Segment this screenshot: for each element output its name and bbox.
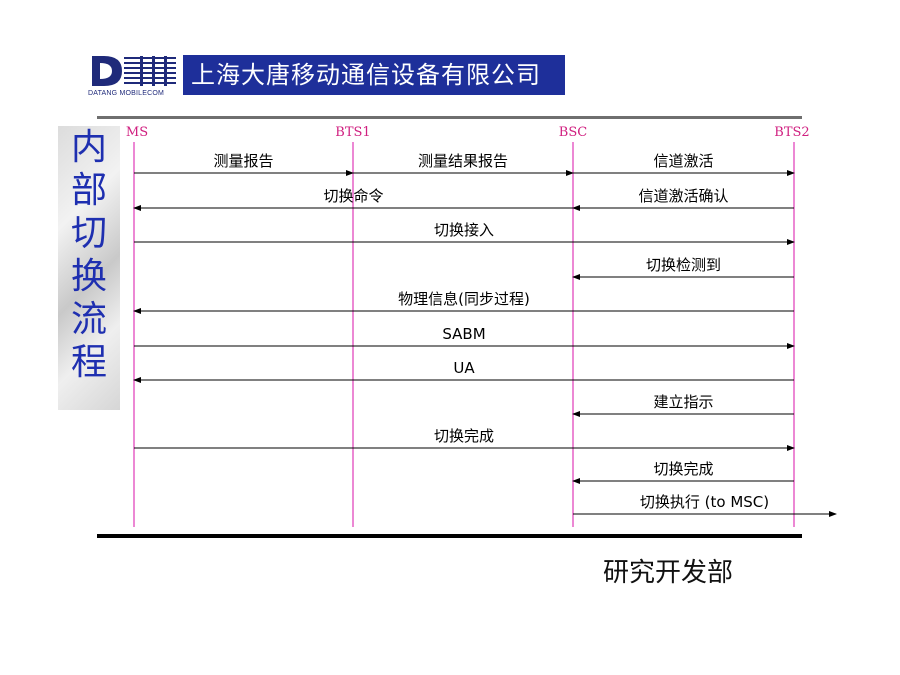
side-title-char: 程: [70, 342, 107, 383]
message-label: 测量结果报告: [418, 152, 508, 170]
message-label: 切换执行 (to MSC): [640, 493, 769, 511]
message-label: UA: [453, 359, 475, 377]
message-label: 信道激活确认: [638, 187, 728, 205]
side-title-char: 内: [70, 127, 107, 168]
message-label: 信道激活: [653, 152, 713, 170]
message-label: 切换完成: [434, 427, 494, 445]
side-title-char: 流: [70, 299, 107, 340]
department-name: 研究开发部: [603, 558, 734, 588]
top-divider: [97, 116, 802, 119]
company-name-banner: 上海大唐移动通信设备有限公司: [183, 55, 565, 95]
message-label: 建立指示: [653, 393, 713, 411]
side-title-panel: 内 部 切 换 流 程: [58, 126, 120, 410]
datang-logo-icon: [92, 56, 176, 86]
entity-label-bts1: BTS1: [335, 125, 370, 140]
message-label: 切换完成: [653, 460, 713, 478]
message-label: 切换接入: [434, 221, 494, 239]
entity-label-bts2: BTS2: [774, 125, 809, 140]
side-title-char: 切: [70, 213, 107, 254]
message-label: 切换命令: [323, 187, 383, 205]
message-label: 物理信息(同步过程): [398, 290, 530, 308]
logo-text: DATANG MOBILECOM: [88, 90, 165, 97]
entity-label-bsc: BSC: [559, 125, 587, 140]
side-title-char: 换: [70, 256, 107, 297]
bottom-divider: [97, 534, 802, 538]
side-title-char: 部: [70, 170, 107, 211]
entity-label-ms: MS: [126, 125, 148, 140]
message-label: SABM: [442, 325, 485, 343]
message-label: 测量报告: [213, 152, 273, 170]
message-label: 切换检测到: [646, 256, 721, 274]
